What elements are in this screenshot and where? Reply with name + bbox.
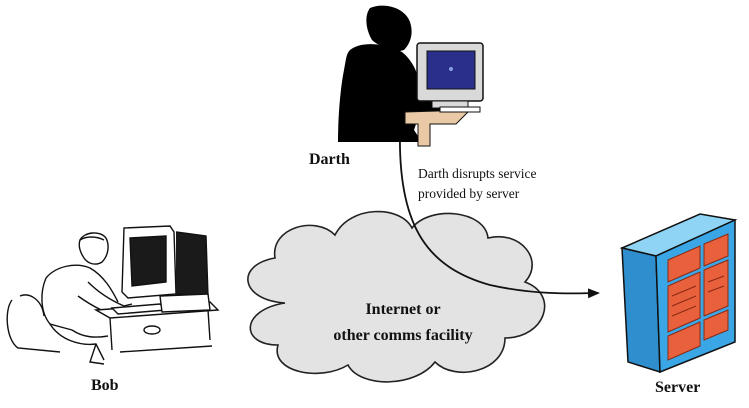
- arrow-icon: [399, 131, 600, 299]
- annotation-line-1: Darth disrupts service: [418, 166, 537, 181]
- darth-label: Darth: [309, 151, 350, 168]
- server-label: Server: [655, 379, 701, 396]
- server-icon: [619, 213, 738, 374]
- network-label: Internet or other comms facility: [318, 297, 488, 349]
- darth-at-computer-icon: [338, 5, 484, 147]
- network-label-line-2: other comms facility: [333, 327, 473, 344]
- cloud-icon: [247, 210, 546, 383]
- bob-label: Bob: [91, 377, 119, 394]
- attack-annotation: Darth disrupts service provided by serve…: [418, 164, 536, 204]
- bob-at-computer-icon: [6, 225, 220, 365]
- annotation-line-2: provided by server: [418, 186, 520, 201]
- network-label-line-1: Internet or: [365, 301, 441, 318]
